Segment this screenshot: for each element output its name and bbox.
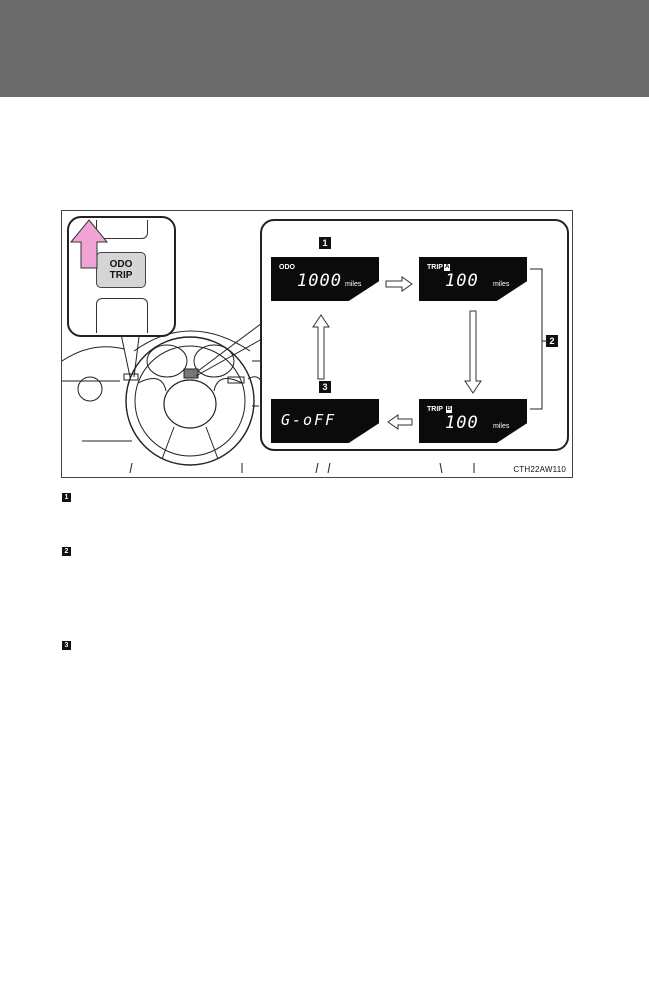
badge-3: 3 [319,381,331,393]
arrow-right-icon [385,276,413,292]
display-trip-b-label: TRIP B [427,406,453,413]
legend-item-3: 3 [62,639,71,650]
legend-badge-2: 2 [62,547,71,556]
odo-trip-button-line2: TRIP [109,270,133,281]
dashboard-illustration [62,322,475,474]
trip-b-badge: B [445,406,453,413]
display-odo-unit: miles [345,281,362,288]
zoomed-switch-callout: ODO TRIP [67,216,176,337]
odo-trip-button[interactable]: ODO TRIP [96,252,146,288]
display-trip-b-value: 100 [445,413,479,433]
arrow-up-icon [312,314,330,380]
badge-2: 2 [546,335,558,347]
press-arrow-icon [69,219,109,269]
header-band [0,0,649,97]
legend-badge-3: 3 [62,641,71,650]
display-g-off-value: G-oFF [281,411,337,429]
arrow-down-icon [464,310,482,394]
switch-housing-bottom [96,298,148,333]
odo-trip-button-line1: ODO [109,259,133,270]
display-trip-a-value: 100 [445,271,479,291]
legend-item-1: 1 [62,491,71,502]
arrow-left-icon [387,414,413,430]
trip-a-badge: A [443,264,451,271]
display-odo-label: ODO [279,264,295,271]
display-trip-b-unit: miles [493,423,510,430]
figure-code: CTH22AW110 [513,465,566,474]
legend-badge-1: 1 [62,493,71,502]
legend-item-2: 2 [62,545,71,556]
display-odo-value: 1000 [297,271,342,291]
display-trip-a-unit: miles [493,281,510,288]
badge-1: 1 [319,237,331,249]
cycle-arrows [312,268,546,430]
